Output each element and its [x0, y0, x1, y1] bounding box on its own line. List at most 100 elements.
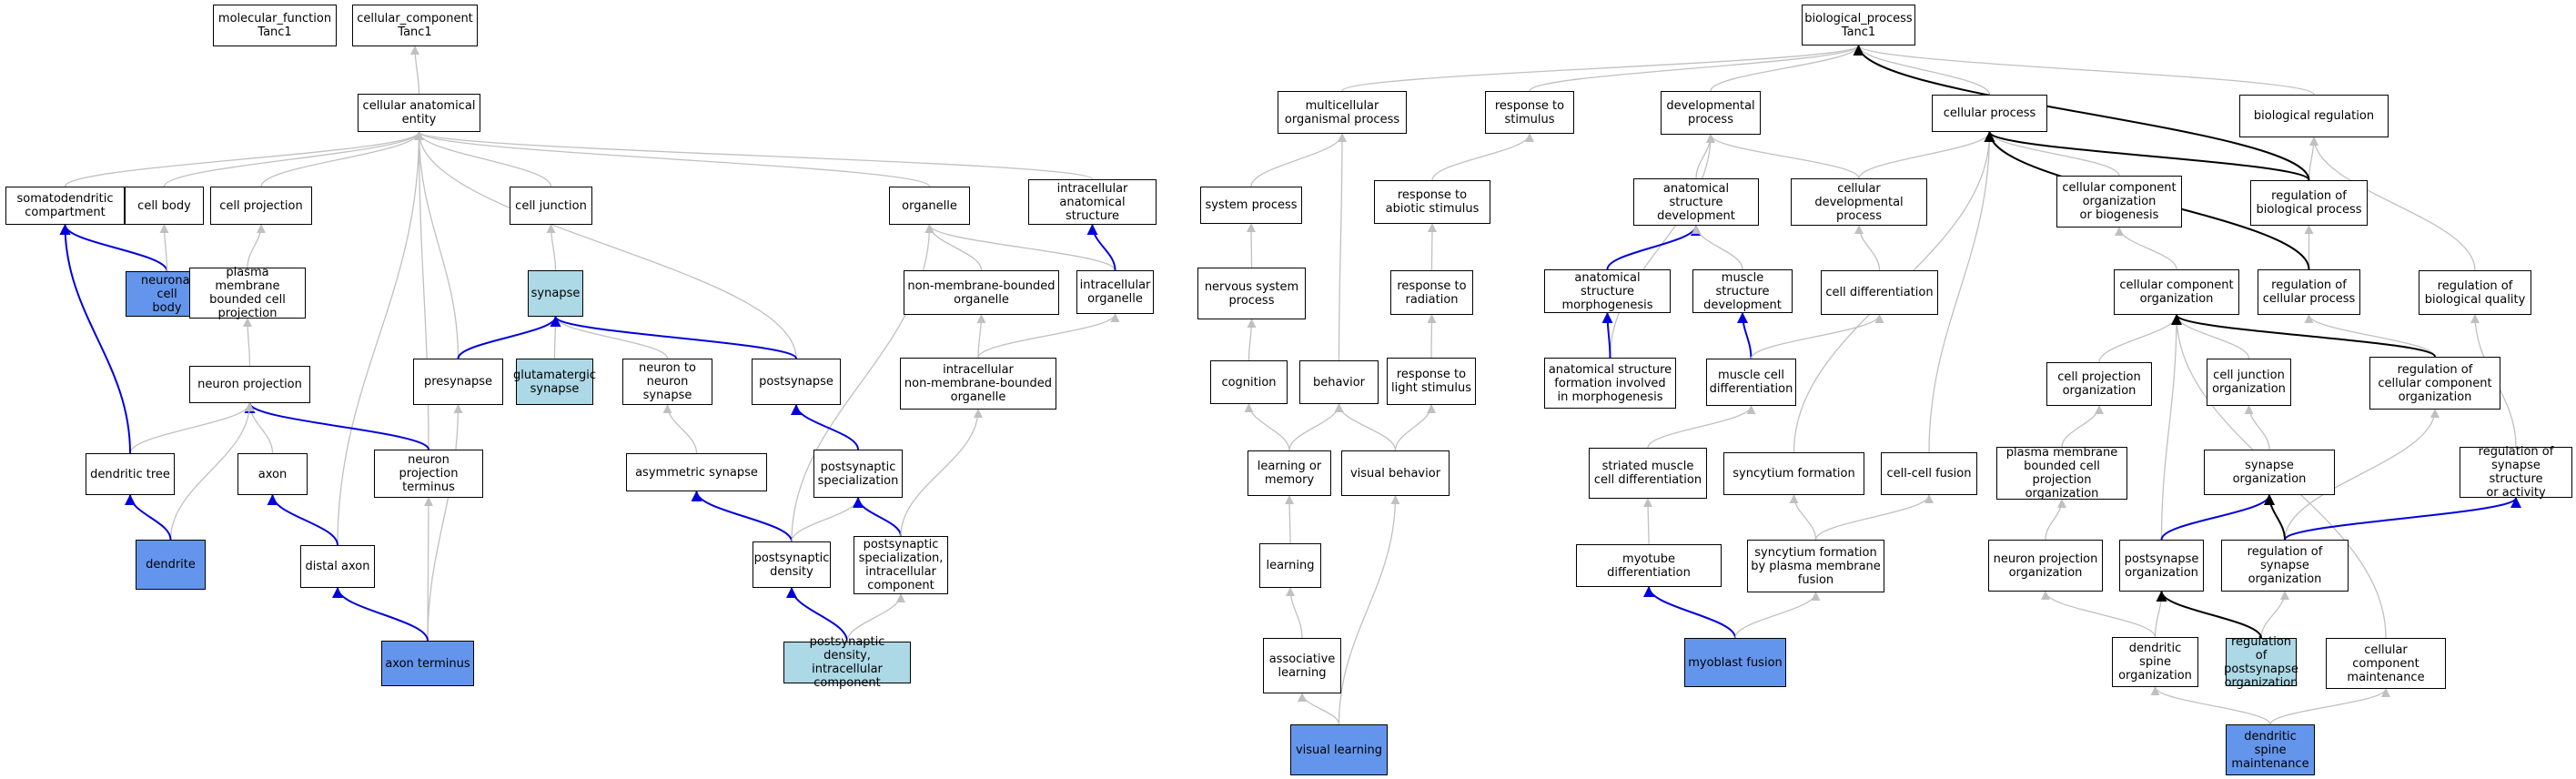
edge-regulates-regso-to-synorg — [2264, 494, 2286, 541]
edge-part-of-icorg-to-intracell-anat — [1086, 224, 1116, 271]
edge-part-of-regso-to-regssa — [2284, 497, 2521, 541]
edge-is-a-cellbody-to-cae — [163, 131, 424, 187]
edge-is-a-cdp-to-devproc — [1706, 134, 1860, 179]
go-term-learning: learning — [1259, 543, 1321, 588]
edge-is-a-learnmem-to-cognition — [1244, 403, 1290, 451]
go-term-somato: somatodendritic compartment — [5, 187, 125, 225]
go-term-smcd: striated muscle cell differentiation — [1589, 448, 1707, 499]
edge-is-a-pmbcp-to-cellproj — [247, 224, 266, 268]
edge-is-a-syspro-to-mop — [1250, 133, 1347, 187]
edge-part-of-postsyn-to-synapse — [550, 316, 797, 359]
go-term-regso: regulation of synapse organization — [2221, 540, 2349, 592]
edge-is-a-sfpmf-to-ccfusion — [1814, 494, 1934, 541]
go-term-mf: molecular_function Tanc1 — [213, 5, 337, 46]
edge-is-a-ccob-to-cellproc — [1985, 131, 2120, 177]
edge-is-a-intracell-anat-to-cae — [414, 131, 1094, 180]
go-term-radiation: response to radiation — [1390, 270, 1473, 315]
go-term-n2n: neuron to neuron synapse — [622, 359, 712, 405]
go-term-asymsyn: asymmetric synapse — [626, 453, 767, 491]
edge-is-a-distaxon-to-cae — [337, 131, 424, 546]
go-term-dendrite: dendrite — [136, 540, 206, 590]
edge-is-a-regpso-to-regso — [2260, 591, 2289, 639]
go-term-synorg: synapse organization — [2204, 450, 2335, 495]
go-term-synapse: synapse — [528, 270, 583, 317]
edge-is-a-asfim-to-devproc — [1609, 134, 1715, 359]
go-term-ccob: cellular component organization or bioge… — [2056, 176, 2182, 228]
edge-is-a-regso-to-regcco — [2284, 409, 2440, 541]
edge-is-a-celldiff-to-cdp — [1854, 225, 1881, 271]
go-term-pmbcp: plasma membrane bounded cell projection — [189, 266, 306, 320]
go-term-cellbody: cell body — [125, 187, 204, 225]
edge-regulates-regbp-to-cellproc — [1984, 131, 2310, 181]
edge-is-a-mop-to-bp — [1341, 45, 1864, 92]
go-term-behavior: behavior — [1299, 360, 1379, 404]
go-term-psdic: postsynaptic density, intracellular comp… — [783, 635, 911, 690]
edge-is-a-behavior-to-mop — [1337, 133, 1347, 361]
go-term-cae: cellular anatomical entity — [358, 94, 480, 132]
go-term-learnmem: learning or memory — [1248, 450, 1331, 496]
go-term-cc: cellular_component Tanc1 — [352, 5, 478, 46]
go-term-nsp: nervous system process — [1197, 268, 1306, 319]
edge-is-a-regbq-to-bioreg — [2309, 137, 2476, 271]
edge-is-a-presyn-to-cae — [414, 131, 460, 359]
edge-part-of-neuronalbody-to-somato — [59, 224, 168, 272]
edge-part-of-pss-to-postsyn — [791, 404, 859, 450]
edge-is-a-psd-to-pss — [791, 497, 863, 542]
go-term-msd: muscle structure development — [1692, 269, 1793, 313]
go-term-pss: postsynaptic specialization — [813, 450, 903, 498]
edge-part-of-npt-to-neuronproj — [244, 402, 429, 450]
edge-part-of-myofusion-to-myodiff — [1643, 586, 1736, 639]
edge-regulates-regcco-to-cco — [2171, 314, 2436, 358]
edge-is-a-visbeh-to-behavior — [1334, 403, 1397, 451]
edge-is-a-dendtree-to-neuronproj — [129, 402, 255, 454]
edge-is-a-dso-to-npo — [2041, 591, 2157, 638]
go-term-sfpmf: syncytium formation by plasma membrane f… — [1747, 540, 1884, 592]
edge-is-a-cognition-to-nsp — [1247, 319, 1257, 361]
go-term-pmbcpo: plasma membrane bounded cell projection … — [1996, 446, 2127, 501]
go-term-light: response to light stimulus — [1387, 358, 1476, 405]
edge-is-a-icnmbo-to-nmbo — [976, 314, 986, 359]
go-term-assoc: associative learning — [1263, 638, 1341, 693]
edge-is-a-axonterm-to-npt — [423, 497, 433, 642]
edge-is-a-bioreg-to-bp — [1854, 45, 2315, 96]
go-term-glut: glutamatergic synapse — [513, 359, 596, 405]
edge-is-a-radiation-to-abiotic — [1427, 223, 1437, 271]
edge-part-of-dendtree-to-somato — [59, 224, 131, 454]
go-term-syspro: system process — [1200, 187, 1302, 224]
go-term-asm: anatomical structure morphogenesis — [1544, 269, 1671, 313]
edge-is-a-myofusion-to-sfpmf — [1734, 592, 1821, 639]
go-term-npo: neuron projection organization — [1988, 540, 2103, 592]
edge-is-a-learning-to-learnmem — [1285, 495, 1295, 544]
edge-part-of-pssic-to-pss — [853, 497, 902, 537]
go-term-psorg: postsynapse organization — [2119, 540, 2204, 592]
go-term-devproc: developmental process — [1661, 91, 1761, 135]
go-term-dsm: dendritic spine maintenance — [2226, 724, 2315, 775]
go-term-myodiff: myotube differentiation — [1576, 544, 1722, 587]
go-term-celldiff: cell differentiation — [1821, 270, 1938, 315]
edge-is-a-cco-to-ccob — [2115, 227, 2177, 270]
edge-is-a-neuronproj-to-pmbcp — [243, 318, 253, 367]
go-term-regbp: regulation of biological process — [2250, 180, 2368, 226]
go-term-resp: response to stimulus — [1485, 91, 1574, 134]
go-term-neuronproj: neuron projection — [189, 366, 310, 403]
edge-is-a-glut-to-synapse — [551, 316, 561, 359]
edge-part-of-psd-to-asymsyn — [691, 491, 793, 542]
edge-is-a-vislearn-to-visbeh — [1338, 495, 1400, 725]
edge-is-a-celljunc-to-cae — [414, 131, 552, 187]
go-term-axon: axon — [237, 453, 308, 495]
edge-is-a-dsm-to-ccm — [2269, 688, 2390, 725]
edge-is-a-mcd-to-celldiff — [1750, 314, 1884, 359]
edge-is-a-organelle-to-cae — [414, 131, 931, 187]
edge-is-a-synapse-to-celljunc — [546, 224, 557, 271]
go-term-cellproj: cell projection — [210, 187, 312, 225]
go-term-cjo: cell junction organization — [2207, 359, 2291, 406]
go-term-celljunc: cell junction — [510, 187, 592, 225]
go-term-cco: cellular component organization — [2114, 269, 2239, 315]
go-term-dendtree: dendritic tree — [86, 453, 175, 495]
edge-is-a-cpo-to-cco — [2098, 314, 2181, 363]
go-term-ccfusion: cell-cell fusion — [1881, 452, 1977, 495]
edge-is-a-msd-to-asd — [1692, 225, 1743, 270]
edge-part-of-psdic-to-psd — [786, 587, 848, 642]
go-term-cpo: cell projection organization — [2046, 362, 2152, 406]
